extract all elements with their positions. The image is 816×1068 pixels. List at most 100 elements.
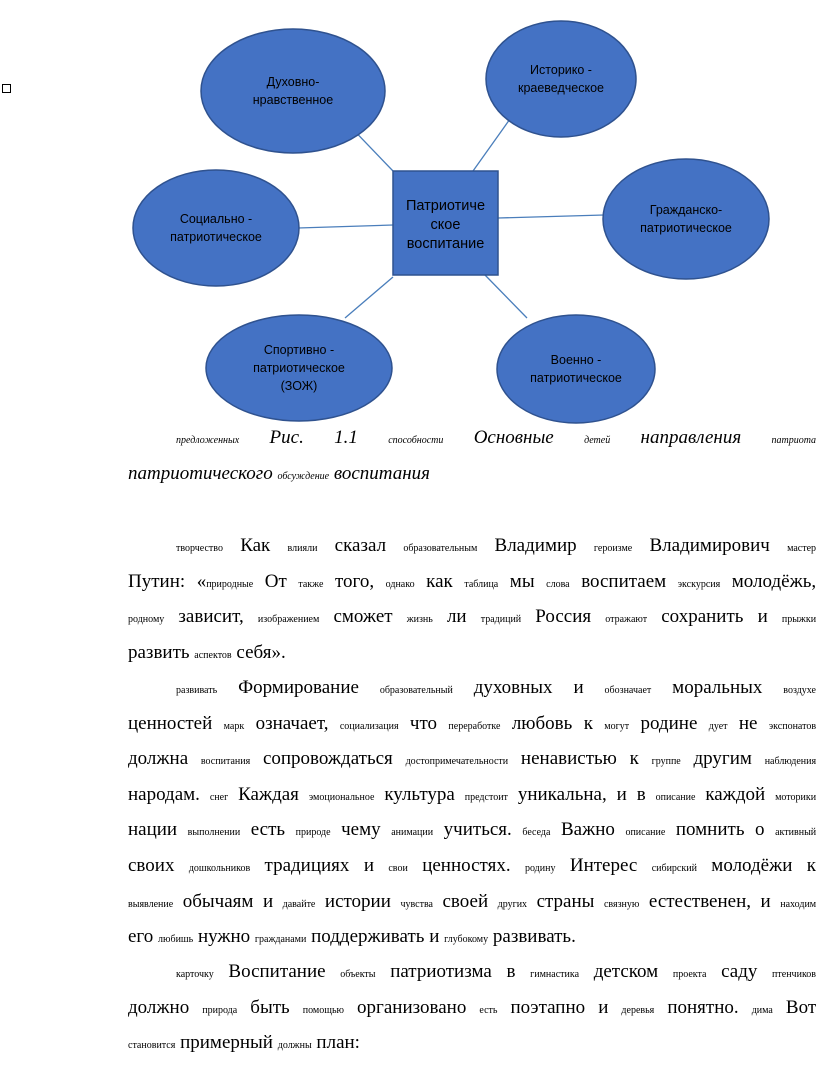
inserted-word: становится	[128, 1040, 176, 1051]
text-line: родному зависит, изображением сможет жиз…	[128, 606, 816, 628]
inserted-word: переработке	[448, 721, 501, 732]
word: примерный	[180, 1032, 273, 1053]
word: развить	[128, 642, 190, 663]
inserted-word: слова	[546, 579, 570, 590]
inserted-word: детей	[584, 435, 611, 446]
word: к	[806, 855, 816, 876]
node-label: Духовно-	[267, 75, 320, 89]
word: сохранить	[661, 606, 744, 627]
node-label: патриотическое	[530, 371, 622, 385]
inserted-word: любишь	[158, 934, 194, 945]
word: Россия	[535, 606, 592, 627]
text-line: развить аспектов себя».	[128, 642, 816, 664]
inserted-word: моторики	[775, 792, 816, 803]
node-social: Социально -патриотическое	[132, 169, 300, 287]
inserted-word: героизме	[593, 543, 633, 554]
text-line: ценностей марк означает, социализация чт…	[128, 713, 816, 735]
word: его	[128, 926, 154, 947]
word: поэтапно	[510, 997, 586, 1018]
word: патриотизма	[390, 961, 492, 982]
word: понятно.	[667, 997, 739, 1018]
inserted-word: природе	[295, 827, 331, 838]
node-label: Гражданско-	[650, 203, 722, 217]
word: культура	[384, 784, 455, 805]
word: быть	[250, 997, 290, 1018]
word: означает,	[255, 713, 329, 734]
inserted-word: прыжки	[781, 614, 816, 625]
node-label: патриотическое	[170, 230, 262, 244]
inserted-word: родному	[128, 614, 165, 625]
inserted-word: глубокому	[444, 934, 489, 945]
word: другим	[693, 748, 752, 769]
inserted-word: развивать	[176, 685, 218, 696]
word: поддерживать	[311, 926, 425, 947]
inserted-word: связную	[603, 899, 640, 910]
word: не	[738, 713, 758, 734]
inserted-word: находим	[780, 899, 816, 910]
word: должна	[128, 748, 189, 769]
inserted-word: беседа	[522, 827, 551, 838]
center-label: Патриотиче	[406, 198, 485, 214]
node-label: краеведческое	[518, 81, 604, 95]
inserted-word: предложенных	[176, 435, 240, 446]
inserted-word: давайте	[282, 899, 316, 910]
word: должно	[128, 997, 190, 1018]
connector-line	[297, 224, 394, 229]
inserted-word: экскурсия	[677, 579, 721, 590]
word: помнить	[675, 819, 745, 840]
word: того,	[334, 571, 375, 592]
inserted-word: влияли	[287, 543, 318, 554]
word: и	[598, 997, 609, 1018]
word: к	[629, 748, 639, 769]
word: и	[757, 606, 768, 627]
inserted-word: изображением	[257, 614, 320, 625]
node-civil: Гражданско-патриотическое	[602, 158, 770, 280]
inserted-word: предстоит	[464, 792, 508, 803]
node-historical: Историко - краеведческое	[485, 20, 637, 138]
inserted-word: помощью	[302, 1005, 344, 1016]
word: Важно	[560, 819, 615, 840]
node-label: Историко -	[530, 63, 592, 77]
word: Как	[240, 535, 271, 556]
word: Формирование	[238, 677, 359, 698]
word: Каждая	[238, 784, 299, 805]
text-line: творчество Как влияли сказал образовател…	[128, 535, 816, 557]
word: духовных	[473, 677, 553, 698]
word: себя».	[236, 642, 286, 663]
word: молодёжи	[711, 855, 793, 876]
word: зависит,	[178, 606, 244, 627]
word: сопровождаться	[262, 748, 393, 769]
text-line: своих дошкольников традициях и свои ценн…	[128, 855, 816, 877]
text-line: должна воспитания сопровождаться достопр…	[128, 748, 816, 770]
inserted-word: образовательный	[379, 685, 453, 696]
word: патриотического	[128, 463, 273, 484]
inserted-word: способности	[388, 435, 444, 446]
inserted-word: выявление	[128, 899, 174, 910]
inserted-word: дует	[708, 721, 728, 732]
word: истории	[324, 891, 391, 912]
inserted-word: аспектов	[194, 650, 232, 661]
checkbox-icon	[2, 84, 11, 93]
word: традициях	[264, 855, 350, 876]
word: развивать.	[492, 926, 576, 947]
inserted-word: традиций	[480, 614, 522, 625]
node-sport: Спортивно -патриотическое(ЗОЖ)	[205, 314, 393, 422]
word: организовано	[357, 997, 467, 1018]
word: в	[636, 784, 646, 805]
inserted-word: птенчиков	[772, 969, 816, 980]
node-label: (ЗОЖ)	[281, 379, 318, 393]
inserted-word: творчество	[176, 543, 223, 554]
inserted-word: могут	[604, 721, 630, 732]
inserted-word: деревья	[621, 1005, 655, 1016]
inserted-word: активный	[775, 827, 816, 838]
word: своих	[128, 855, 175, 876]
node-ellipse	[496, 314, 656, 424]
inserted-word: природа	[202, 1005, 238, 1016]
word: мы	[509, 571, 535, 592]
inserted-word: достопримечательности	[405, 756, 509, 767]
inserted-word: чувства	[400, 899, 433, 910]
node-label: Военно -	[551, 353, 602, 367]
node-military: Военно - патриотическое	[496, 314, 656, 424]
